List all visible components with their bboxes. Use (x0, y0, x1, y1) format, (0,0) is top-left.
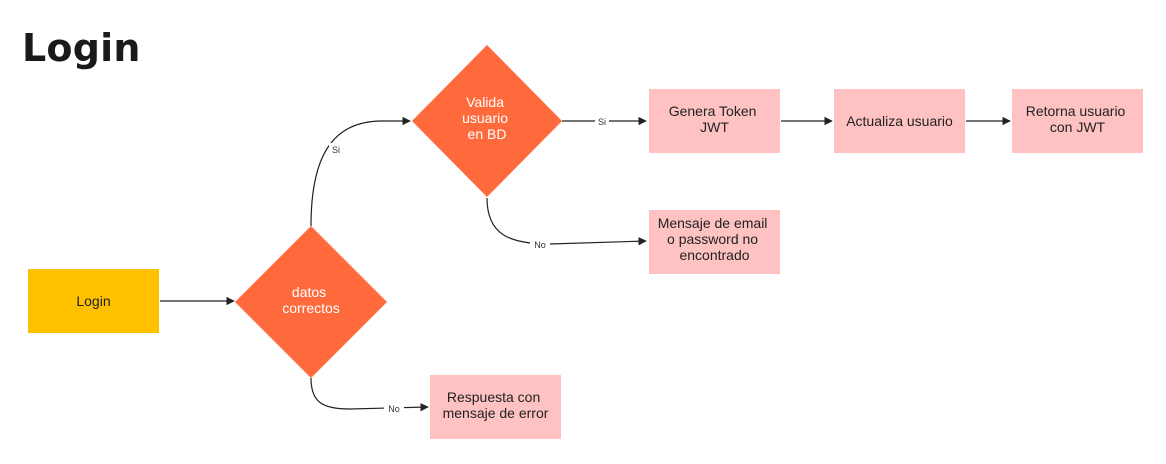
edge-label-datos-no: No (384, 402, 404, 415)
node-mensaje-email[interactable]: Mensaje de email o password no encontrad… (649, 210, 780, 274)
mensaje-email-line2: o password no (667, 231, 758, 247)
genera-token-box (649, 89, 780, 153)
actualiza-usuario-label: Actualiza usuario (846, 113, 953, 129)
node-retorna-usuario[interactable]: Retorna usuario con JWT (1012, 89, 1143, 153)
respuesta-error-box (430, 375, 561, 439)
datos-correctos-diamond (235, 226, 387, 378)
valida-usuario-diamond (412, 45, 562, 197)
edge-datos-no-to-respuesta (310, 377, 429, 412)
edge-label-datos-si: Si (329, 143, 343, 156)
datos-correctos-line2: correctos (282, 300, 340, 316)
login-box (28, 269, 159, 333)
node-respuesta-error[interactable]: Respuesta con mensaje de error (430, 375, 561, 439)
node-actualiza-usuario[interactable]: Actualiza usuario (834, 89, 965, 153)
login-label: Login (76, 293, 110, 309)
retorna-usuario-box (1012, 89, 1143, 153)
node-datos-correctos[interactable]: datos correctos (235, 226, 387, 378)
mensaje-email-box (649, 210, 780, 274)
datos-correctos-line1: datos (292, 284, 326, 300)
svg-text:Respuesta con mensaje de: Respuesta con mensaje de error (443, 389, 549, 421)
valida-usuario-line3: en BD (468, 126, 507, 142)
svg-text:Si: Si (332, 145, 340, 155)
svg-text:Mensaje de email o passw: Mensaje de email o password no encontrad… (658, 215, 772, 263)
edge-label-valida-si: Si (595, 115, 609, 128)
svg-text:Si: Si (598, 117, 606, 127)
svg-text:datos correctos: datos correctos (282, 284, 340, 316)
edge-label-valida-no: No (530, 238, 550, 251)
respuesta-error-line2: mensaje de error (443, 405, 549, 421)
svg-text:No: No (534, 240, 546, 250)
svg-text:No: No (388, 404, 400, 414)
genera-token-line1: Genera Token (669, 103, 757, 119)
valida-usuario-line1: Valida (466, 94, 504, 110)
retorna-usuario-line1: Retorna usuario (1026, 103, 1126, 119)
svg-text:Retorna usuario con JWT: Retorna usuario con JWT (1026, 103, 1130, 135)
node-valida-usuario[interactable]: Valida usuario en BD (412, 45, 562, 197)
svg-text:Valida usuario en: Valida usuario en BD (462, 94, 512, 142)
edge-datos-si-to-valida (310, 116, 411, 227)
genera-token-line2: JWT (700, 119, 729, 135)
retorna-usuario-line2: con JWT (1050, 119, 1106, 135)
node-genera-token[interactable]: Genera Token JWT (649, 89, 780, 153)
actualiza-usuario-box (834, 89, 965, 153)
svg-text:Login: Login (76, 293, 110, 309)
valida-usuario-line2: usuario (462, 110, 508, 126)
page-title: Login (22, 26, 141, 70)
edge-valida-no-to-mensaje (486, 197, 647, 246)
svg-text:Genera Token JWT: Genera Token JWT (669, 103, 761, 135)
svg-text:Actualiza usuario: Actualiza usuario (846, 113, 953, 129)
mensaje-email-line1: Mensaje de email (658, 215, 768, 231)
node-login[interactable]: Login (28, 269, 159, 333)
mensaje-email-line3: encontrado (679, 247, 749, 263)
respuesta-error-line1: Respuesta con (447, 389, 540, 405)
